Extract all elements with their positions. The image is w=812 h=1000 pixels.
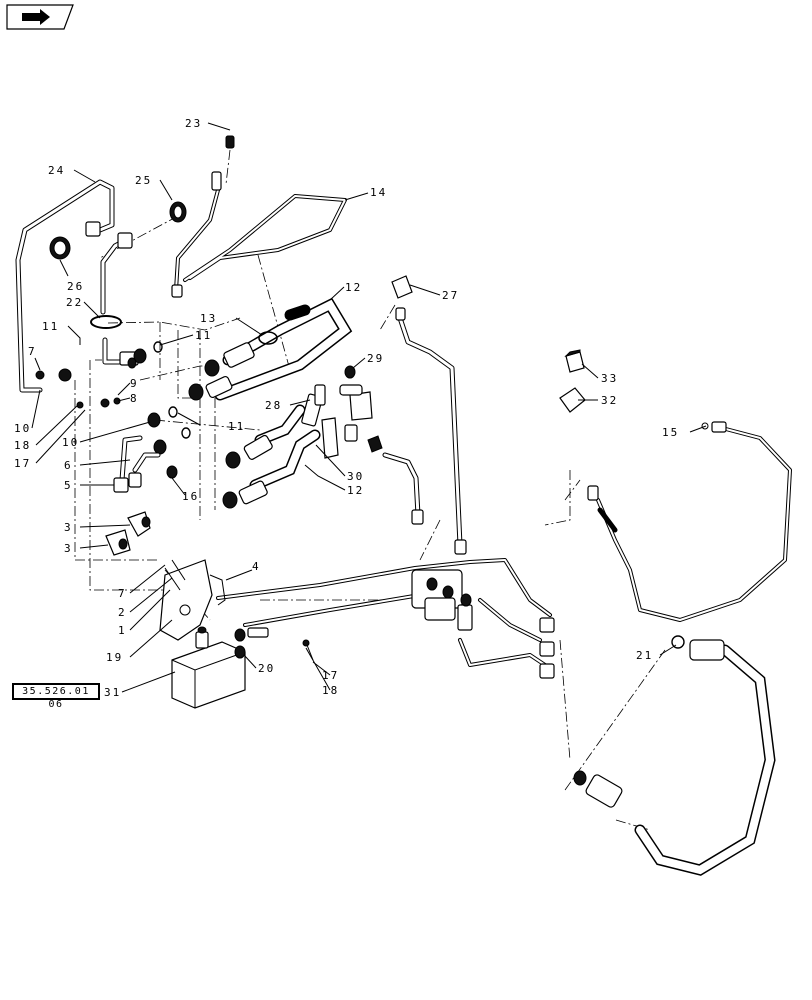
elbows-3: [105, 511, 151, 556]
nav-forward-button[interactable]: [6, 4, 74, 30]
callout-31[interactable]: 31: [104, 686, 121, 699]
callout-24[interactable]: 24: [48, 164, 65, 177]
valve-manifold: [216, 558, 555, 679]
callout-13[interactable]: 13: [200, 312, 217, 325]
assembly-centerlines: [74, 149, 666, 831]
callout-11-c[interactable]: 11: [228, 420, 245, 433]
callout-22[interactable]: 22: [66, 296, 83, 309]
callout-9[interactable]: 9: [130, 377, 139, 390]
callout-6[interactable]: 6: [64, 459, 73, 472]
fitting-23: [225, 135, 235, 149]
callout-labels: 23 24 25 14 26 22 12 27 13 11 11 7 29 33…: [14, 117, 679, 699]
hose-12-upper: [188, 297, 353, 401]
callout-26[interactable]: 26: [67, 280, 84, 293]
tube-assembly-24: [15, 179, 115, 393]
bracket-28: [301, 384, 326, 427]
callout-21[interactable]: 21: [636, 649, 653, 662]
fitting-20: [234, 627, 269, 659]
callout-14[interactable]: 14: [370, 186, 387, 199]
callout-4[interactable]: 4: [252, 560, 261, 573]
callout-17-a[interactable]: 17: [14, 457, 31, 470]
bracket-30: [321, 384, 373, 459]
callout-18-b[interactable]: 18: [322, 684, 339, 697]
callout-3-b[interactable]: 3: [64, 542, 73, 555]
callout-29[interactable]: 29: [367, 352, 384, 365]
connector-33: [564, 349, 585, 373]
callout-18-a[interactable]: 18: [14, 439, 31, 452]
block-31: [171, 626, 246, 709]
callout-20[interactable]: 20: [258, 662, 275, 675]
callout-27[interactable]: 27: [442, 289, 459, 302]
o-rings-11: [153, 341, 191, 439]
callout-25[interactable]: 25: [135, 174, 152, 187]
tube-assembly-6: [113, 435, 161, 493]
callout-2[interactable]: 2: [118, 606, 127, 619]
tube-22: [90, 232, 139, 366]
reference-link-31[interactable]: 35.526.01 06: [12, 683, 100, 710]
callout-11-a[interactable]: 11: [42, 320, 59, 333]
callout-3-a[interactable]: 3: [64, 521, 73, 534]
callout-8[interactable]: 8: [130, 392, 139, 405]
callout-16[interactable]: 16: [182, 490, 199, 503]
hose-21: [573, 635, 776, 876]
fitting-25: [169, 201, 187, 223]
elbow-fitting: [367, 435, 424, 525]
leader-lines: [31, 122, 707, 693]
callout-5[interactable]: 5: [64, 479, 73, 492]
callout-11-b[interactable]: 11: [195, 329, 212, 342]
callout-23[interactable]: 23: [185, 117, 202, 130]
clamp-13: [258, 331, 278, 345]
callout-30[interactable]: 30: [347, 470, 364, 483]
callout-12-upper[interactable]: 12: [345, 281, 362, 294]
fitting-26: [49, 236, 71, 260]
callout-33[interactable]: 33: [601, 372, 618, 385]
callout-7-b[interactable]: 7: [118, 587, 127, 600]
bracket-19: [159, 559, 226, 641]
hose-14: [171, 171, 347, 298]
hose-15: [587, 421, 792, 622]
callout-19[interactable]: 19: [106, 651, 123, 664]
fittings-7-8-9: [35, 348, 167, 455]
callout-7-a[interactable]: 7: [28, 345, 37, 358]
cap-29: [344, 365, 356, 379]
callout-17-b[interactable]: 17: [322, 669, 339, 682]
callout-10-b[interactable]: 10: [62, 436, 79, 449]
callout-32[interactable]: 32: [601, 394, 618, 407]
arrow-right-icon: [22, 9, 50, 25]
callout-1[interactable]: 1: [118, 624, 127, 637]
callout-28[interactable]: 28: [265, 399, 282, 412]
fitting-16: [166, 465, 178, 479]
callout-15[interactable]: 15: [662, 426, 679, 439]
callout-12-lower[interactable]: 12: [347, 484, 364, 497]
tube-27: [391, 275, 467, 555]
hose-12-lower: [222, 404, 321, 509]
callout-10-a[interactable]: 10: [14, 422, 31, 435]
